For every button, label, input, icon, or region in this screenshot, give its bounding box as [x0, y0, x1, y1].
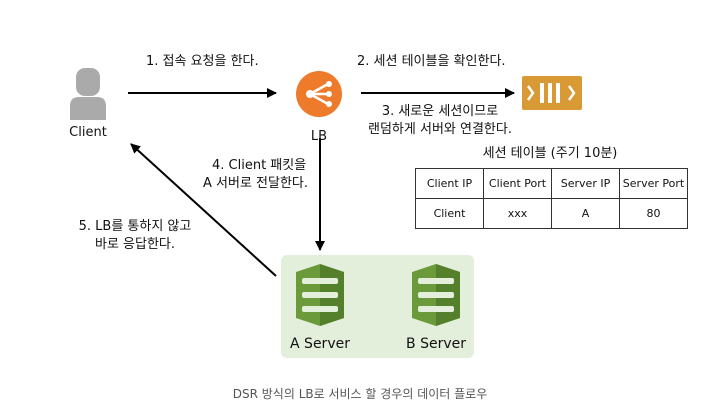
step2-label: 2. 세션 테이블을 확인한다.: [357, 54, 506, 69]
step4-label-line2: A 서버로 전달한다.: [203, 176, 309, 191]
session-table-title: 세션 테이블 (주기 10분): [482, 146, 618, 161]
step5-label-line1: 5. LB를 통하지 않고: [78, 219, 192, 234]
step5-label-line2: 바로 응답한다.: [94, 237, 176, 252]
user-icon: [70, 68, 106, 120]
table-header-cell: Client IP: [415, 168, 484, 199]
table-header-cell: Client Port: [483, 168, 552, 199]
server-icon: [296, 264, 344, 326]
session-table: Client IP Client Port Server IP Server P…: [415, 168, 688, 229]
table-cell: A: [551, 198, 620, 229]
table-header-row: Client IP Client Port Server IP Server P…: [415, 168, 688, 199]
server-a-label: A Server: [290, 336, 350, 352]
lb-label: LB: [310, 129, 328, 144]
table-row: Client xxx A 80: [415, 198, 688, 229]
table-header-cell: Server IP: [551, 168, 620, 199]
queue-icon: [522, 76, 582, 110]
table-cell: 80: [619, 198, 688, 229]
table-cell: xxx: [483, 198, 552, 229]
server-b-label: B Server: [406, 336, 466, 352]
server-icon: [412, 264, 460, 326]
step1-label: 1. 접속 요청을 한다.: [146, 54, 259, 69]
client-label: Client: [69, 125, 107, 140]
load-balancer-icon: [296, 71, 342, 117]
arrow-server-to-client: [130, 143, 277, 277]
step3-label-line1: 3. 새로운 세션이므로: [381, 104, 499, 119]
step3-label-line2: 랜덤하게 서버와 연결한다.: [368, 122, 512, 137]
table-header-cell: Server Port: [619, 168, 688, 199]
table-cell: Client: [415, 198, 484, 229]
figure-caption: DSR 방식의 LB로 서비스 할 경우의 데이터 플로우: [232, 387, 488, 401]
step4-label-line1: 4. Client 패킷을: [212, 158, 307, 173]
